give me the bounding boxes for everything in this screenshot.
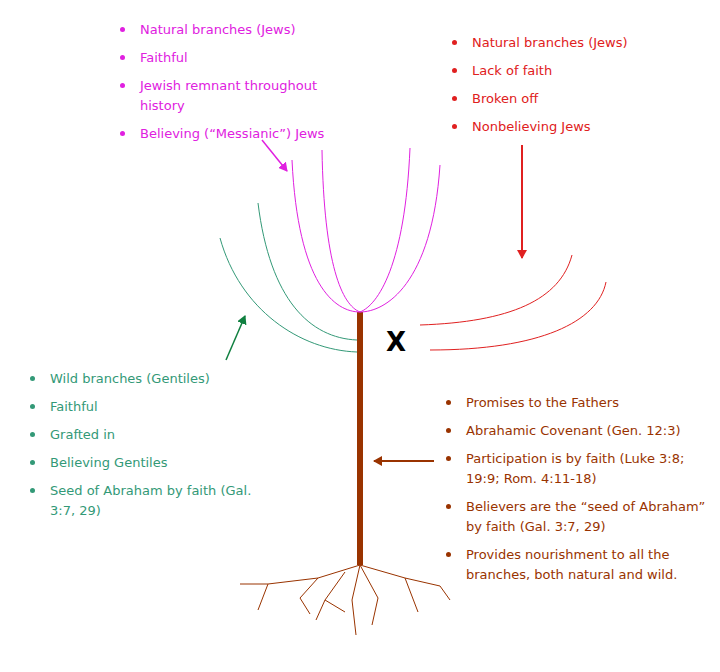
list-item: Provides nourishment to all the branches… — [446, 545, 708, 585]
bullet-dot — [452, 40, 457, 45]
bullet-dot — [446, 400, 451, 405]
pointer-arrow — [226, 316, 245, 360]
bullet-dot — [446, 428, 451, 433]
list-text: Believing Gentiles — [50, 453, 265, 473]
bullet-dot — [120, 83, 125, 88]
list-item: Broken off — [452, 89, 682, 109]
list-item: Believing Gentiles — [30, 453, 265, 473]
list-text: Wild branches (Gentiles) — [50, 369, 265, 389]
list-item: Nonbelieving Jews — [452, 117, 682, 137]
list-text: Provides nourishment to all the branches… — [466, 545, 708, 585]
list-text: Broken off — [472, 89, 682, 109]
list-text: Believing (“Messianic”) Jews — [140, 124, 335, 144]
bullet-dot — [120, 131, 125, 136]
list-item: Lack of faith — [452, 61, 682, 81]
list-item: Seed of Abraham by faith (Gal. 3:7, 29) — [30, 481, 265, 521]
bullet-dot — [120, 55, 125, 60]
list-text: Lack of faith — [472, 61, 682, 81]
list-text: Natural branches (Jews) — [472, 33, 682, 53]
list-item: Grafted in — [30, 425, 265, 445]
natural-branches-faithful — [292, 148, 440, 312]
list-text: Promises to the Fathers — [466, 393, 708, 413]
list-text: Participation is by faith (Luke 3:8; 19:… — [466, 449, 708, 489]
list-text: Jewish remnant throughout history — [140, 76, 335, 116]
list-text: Faithful — [140, 48, 335, 68]
pointer-arrow — [374, 460, 434, 462]
broken-branches — [420, 255, 606, 350]
bullet-dot — [452, 96, 457, 101]
bullet-dot — [446, 456, 451, 461]
roots — [240, 565, 450, 635]
bullet-dot — [30, 432, 35, 437]
bullet-dot — [446, 552, 451, 557]
bullet-dot — [30, 460, 35, 465]
list-text: Nonbelieving Jews — [472, 117, 682, 137]
broken-off-mark: X — [386, 328, 406, 356]
list-item: Believers are the “seed of Abraham” by f… — [446, 497, 708, 537]
wild-branches — [220, 203, 357, 352]
list-text: Seed of Abraham by faith (Gal. 3:7, 29) — [50, 481, 265, 521]
bullet-dot — [30, 376, 35, 381]
bullet-dot — [452, 68, 457, 73]
list-item: Jewish remnant throughout history — [120, 76, 335, 116]
list-item: Faithful — [120, 48, 335, 68]
list-text: Believers are the “seed of Abraham” by f… — [466, 497, 708, 537]
bullet-dot — [30, 488, 35, 493]
bullet-dot — [446, 504, 451, 509]
trunk — [357, 312, 363, 565]
list-item: Faithful — [30, 397, 265, 417]
pointer-arrow — [262, 140, 287, 171]
bullet-dot — [120, 27, 125, 32]
list-item: Abrahamic Covenant (Gen. 12:3) — [446, 421, 708, 441]
bullet-dot — [30, 404, 35, 409]
list-text: Abrahamic Covenant (Gen. 12:3) — [466, 421, 708, 441]
list-item: Wild branches (Gentiles) — [30, 369, 265, 389]
list-text: Faithful — [50, 397, 265, 417]
list-item: Natural branches (Jews) — [120, 20, 335, 40]
list-item: Natural branches (Jews) — [452, 33, 682, 53]
list-item: Believing (“Messianic”) Jews — [120, 124, 335, 144]
list-text: Grafted in — [50, 425, 265, 445]
list-item: Promises to the Fathers — [446, 393, 708, 413]
pointer-arrow — [521, 145, 523, 258]
list-item: Participation is by faith (Luke 3:8; 19:… — [446, 449, 708, 489]
bullet-dot — [452, 124, 457, 129]
list-text: Natural branches (Jews) — [140, 20, 335, 40]
